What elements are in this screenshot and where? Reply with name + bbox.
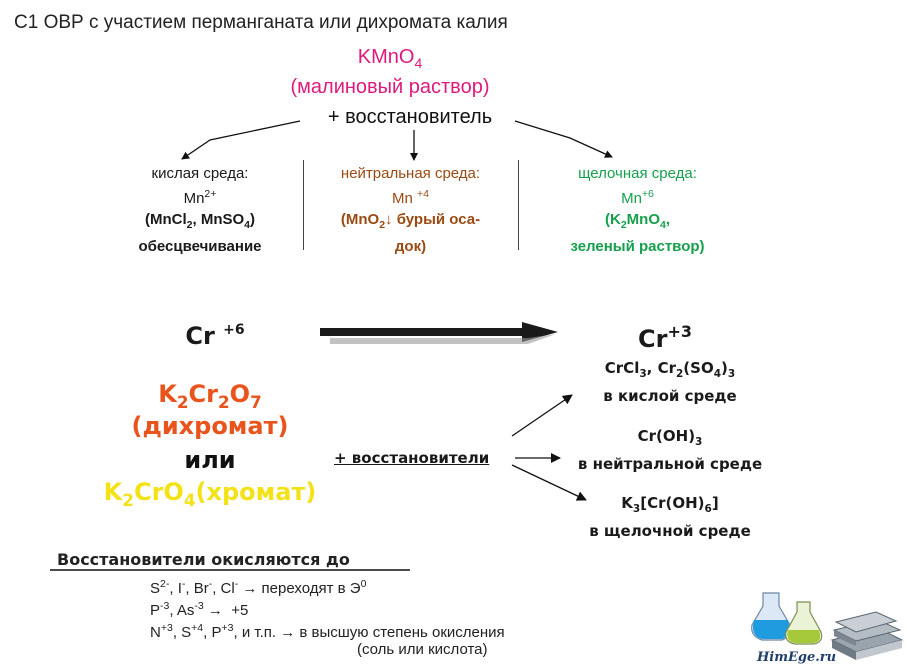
alkaline-product: (K2MnO4, [604, 211, 670, 231]
reductants-line-3: N+3, S+4, P+3, и т.п. → в высшую степень… [150, 622, 505, 641]
cr-acid-formula: CrCl3, Cr2(SO4)3 [604, 359, 736, 380]
acid-product: (MnCl2, MnSO4) [144, 211, 255, 231]
reductant-label: + восстановитель [327, 106, 493, 128]
acid-ion: Mn2+ [183, 188, 217, 207]
cr-alkaline-env: в щелочной среде [589, 522, 751, 540]
reductants-line-4: (соль или кислота) [357, 641, 488, 658]
flask-blue-icon [751, 592, 792, 641]
alkaline-header: щелочная среда: [578, 165, 697, 182]
dichromate-formula: K2Cr2O7 [158, 380, 262, 412]
chromate-formula: K2CrO4(хромат) [103, 478, 317, 510]
cr-reductants-label: + восстановители [334, 449, 490, 467]
or-label: или [184, 446, 236, 474]
cr-plus3-label: Cr+3 [638, 322, 692, 353]
dichromate-name: (дихромат) [131, 412, 289, 440]
cr-acid-env: в кислой среде [603, 387, 737, 405]
logo-graphic [751, 592, 904, 660]
neutral-product-cont: док) [394, 238, 427, 255]
acid-column: кислая среда: Mn2+ (MnCl2, MnSO4) обесцв… [100, 163, 300, 257]
neutral-product: (MnO2↓ бурый оса- [340, 211, 481, 231]
page-title: C1 ОВР с участием перманганата или дихро… [14, 12, 508, 33]
neutral-header: нейтральная среда: [340, 165, 481, 182]
kmno4-arrows [181, 120, 613, 161]
cr-acid-product: CrCl3, Cr2(SO4)3 в кислой среде [560, 357, 780, 407]
cr-branch-arrows [511, 394, 587, 501]
cr-neutral-env: в нейтральной среде [577, 455, 763, 473]
cr-plus6-label: Cr +6 [185, 322, 245, 350]
flask-green-icon [785, 601, 823, 645]
arrow-cr-acid [511, 394, 573, 437]
reductants-line-1: S2-, I-, Br-, Cl- → переходят в Э0 [150, 578, 367, 597]
cr-neutral-formula: Cr(OH)3 [637, 427, 703, 448]
arrow-cr-alkaline [511, 464, 587, 501]
alkaline-effect: зеленый раствор) [570, 238, 705, 255]
neutral-ion: Mn +4 [392, 188, 429, 207]
column-separator-right [518, 160, 519, 250]
column-separator-left [303, 160, 304, 250]
reductants-line-2: P-3, As-3 → +5 [150, 600, 249, 619]
alkaline-ion: Mn+6 [621, 188, 654, 207]
neutral-column: нейтральная среда: Mn +4 (MnO2↓ бурый ос… [308, 163, 513, 257]
cr-alkaline-formula: K3[Cr(OH)6] [621, 494, 719, 515]
arrow-alkaline [514, 120, 613, 158]
kmno4-solution-label: (малиновый раствор) [290, 76, 490, 98]
acid-header: кислая среда: [151, 165, 249, 182]
reductants-heading: Восстановители окисляются до [57, 550, 350, 569]
kmno4-formula: KMnO4 [357, 46, 423, 71]
cr-alkaline-product: K3[Cr(OH)6] в щелочной среде [560, 492, 780, 542]
cr-big-arrow [320, 322, 558, 344]
alkaline-column: щелочная среда: Mn+6 (K2MnO4, зеленый ра… [530, 163, 745, 257]
logo-text: HimEge.ru [757, 650, 837, 665]
books-icon [830, 611, 904, 660]
cr-neutral-product: Cr(OH)3 в нейтральной среде [555, 425, 785, 475]
arrow-acid [181, 120, 301, 160]
acid-effect: обесцвечивание [138, 238, 262, 255]
